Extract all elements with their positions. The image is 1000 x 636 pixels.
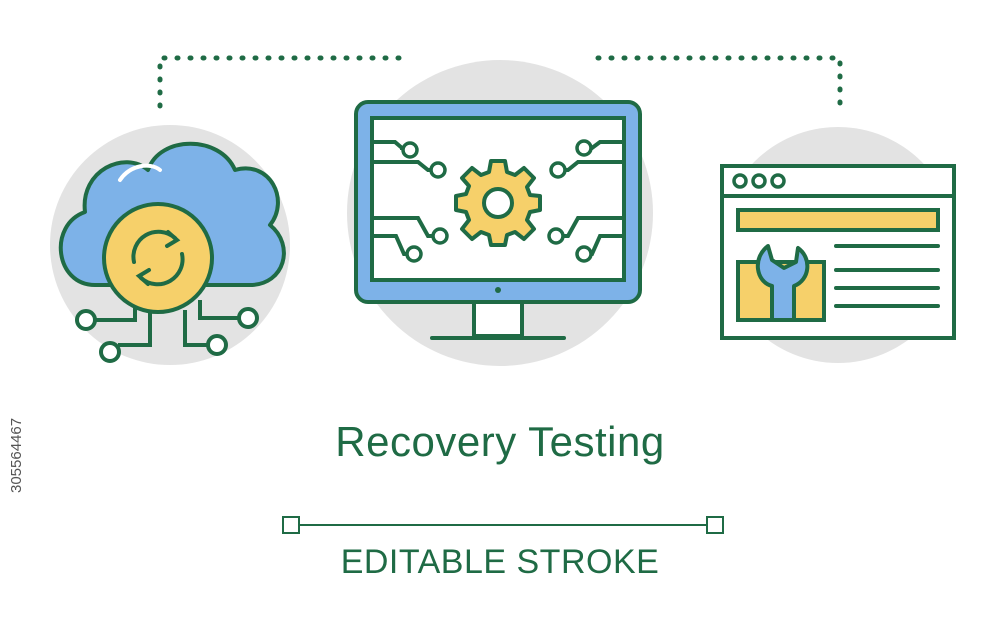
cloud-sync-icon — [50, 125, 290, 365]
editable-stroke-line — [282, 516, 724, 534]
dotted-connector-left — [157, 55, 408, 109]
dotted-connector-right — [595, 55, 843, 111]
browser-wrench-icon — [720, 127, 956, 363]
page-title: Recovery Testing — [335, 418, 665, 465]
monitor-gear-icon — [347, 60, 653, 366]
stock-id-label: 305564467 — [8, 417, 25, 493]
editable-stroke-label: EDITABLE STROKE — [340, 543, 660, 581]
